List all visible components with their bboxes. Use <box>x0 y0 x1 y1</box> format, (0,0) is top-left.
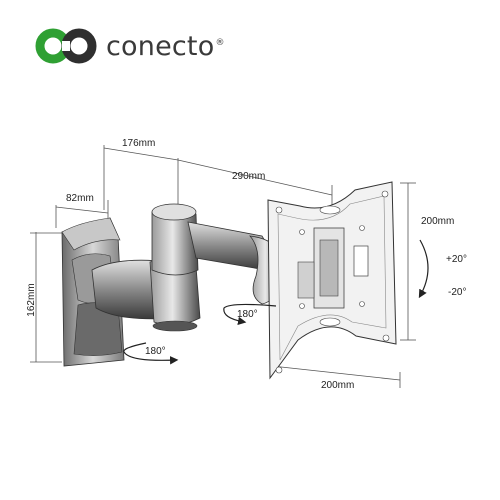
brand-name: conecto® <box>106 30 225 62</box>
brand-logo-icon <box>35 28 97 64</box>
registered-mark: ® <box>215 37 225 48</box>
lower-arm <box>91 259 201 332</box>
angle-tilt-up: +20° <box>446 254 467 265</box>
wall-bracket <box>61 217 125 367</box>
vesa-plate <box>267 181 397 380</box>
angle-swivel-lower: 180° <box>145 346 166 357</box>
angle-tilt-down: -20° <box>448 287 466 298</box>
swivel-arrow-lower <box>123 342 179 365</box>
dim-extension: 290mm <box>232 171 265 182</box>
dim-wall-width: 82mm <box>66 193 94 204</box>
swivel-arrow-upper <box>223 303 277 326</box>
upper-arm <box>151 203 285 305</box>
brand-logo: conecto® <box>34 26 225 66</box>
angle-swivel-upper: 180° <box>237 309 258 320</box>
tilt-arrow <box>418 239 429 299</box>
dim-plate-width: 200mm <box>321 380 354 391</box>
dim-wall-height: 162mm <box>26 283 37 316</box>
dim-plate-height: 200mm <box>421 216 454 227</box>
rotation-arrows <box>123 239 429 365</box>
dim-arm-length: 176mm <box>122 138 155 149</box>
